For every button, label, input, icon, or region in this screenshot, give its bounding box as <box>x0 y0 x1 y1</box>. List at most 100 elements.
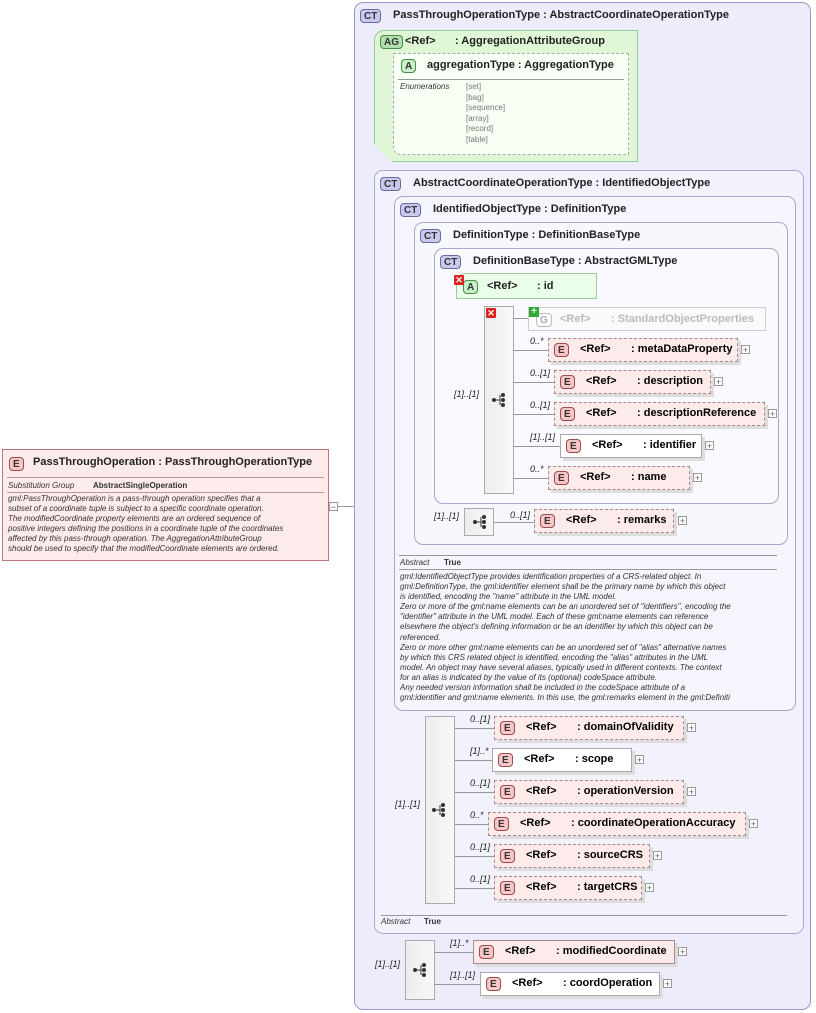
element-ref: <Ref> <box>526 785 557 797</box>
complex-type-icon: CT <box>440 255 462 269</box>
expand-icon[interactable]: + <box>678 516 687 526</box>
aggregation-type-attribute-box[interactable]: A aggregationType : AggregationType Enum… <box>393 53 629 155</box>
dt-title: DefinitionType : DefinitionBaseType <box>453 229 641 241</box>
element-icon: E <box>479 945 494 959</box>
expand-icon[interactable]: + <box>635 755 644 765</box>
text-line: is identified, encoding the "name" attri… <box>400 592 617 602</box>
root-element-box[interactable]: E PassThroughOperation : PassThroughOper… <box>2 449 329 561</box>
element-type: : descriptionReference <box>637 407 757 419</box>
attribute-icon: A <box>463 280 479 294</box>
element-cardinality: 0..[1] <box>470 874 491 884</box>
element-box[interactable]: E<Ref>: scope <box>492 748 632 772</box>
attribute-group-icon: AG <box>380 35 403 49</box>
text-line: referenced. <box>400 632 441 642</box>
element-box[interactable]: E<Ref>: domainOfValidity <box>494 716 684 740</box>
sequence-icon <box>432 803 445 817</box>
element-box[interactable]: E<Ref>: identifier <box>560 434 702 458</box>
root-element-title: PassThroughOperation : PassThroughOperat… <box>33 456 313 468</box>
expand-icon[interactable]: + <box>714 377 723 387</box>
text-line: Zero or more of the gml:name elements ca… <box>400 602 731 612</box>
expand-icon[interactable]: + <box>705 441 714 451</box>
remarks-cardinality: 0..[1] <box>510 510 531 520</box>
element-ref: <Ref> <box>586 375 617 387</box>
text-line: Any needed version information shall be … <box>400 683 686 693</box>
connector-line <box>455 728 494 729</box>
element-box[interactable]: E<Ref>: coordOperation <box>480 972 660 996</box>
element-icon: E <box>540 514 555 528</box>
element-box[interactable]: E<Ref>: description <box>554 370 711 394</box>
expand-icon[interactable]: + <box>687 787 696 797</box>
expand-icon[interactable]: + <box>663 979 672 989</box>
prohibited-icon: ✕ <box>454 275 464 285</box>
add-icon: + <box>529 307 539 317</box>
element-box[interactable]: E<Ref>: operationVersion <box>494 780 684 804</box>
connector-line <box>514 414 554 415</box>
expand-icon[interactable]: + <box>741 345 750 355</box>
divider <box>399 569 777 570</box>
element-type: : modifiedCoordinate <box>556 945 667 957</box>
expand-icon[interactable]: + <box>693 473 702 483</box>
remarks-element[interactable]: E <Ref> : remarks <box>534 509 674 533</box>
element-box[interactable]: E<Ref>: modifiedCoordinate <box>473 940 675 964</box>
element-icon: E <box>494 817 509 831</box>
element-ref: <Ref> <box>586 407 617 419</box>
element-ref: <Ref> <box>580 343 611 355</box>
std-obj-type: : StandardObjectProperties <box>611 313 755 325</box>
attribute-group-box[interactable]: AG <Ref> : AggregationAttributeGroup A a… <box>374 30 638 162</box>
element-icon: E <box>500 849 515 863</box>
element-icon: E <box>560 407 575 421</box>
collapse-toggle-icon[interactable]: − <box>329 502 338 512</box>
attribute-group-type: : AggregationAttributeGroup <box>455 35 605 47</box>
element-box[interactable]: E<Ref>: targetCRS <box>494 876 642 900</box>
complex-type-icon: CT <box>400 203 422 217</box>
text-line: affected by this pass-through operation.… <box>8 534 262 543</box>
expand-icon[interactable]: + <box>749 819 758 829</box>
remarks-ref: <Ref> <box>566 514 597 526</box>
element-type: : sourceCRS <box>577 849 644 861</box>
enumerations-label: Enumerations <box>400 82 450 91</box>
connector-line <box>514 350 548 351</box>
acot-sequence-cardinality: [1]..[1] <box>395 799 421 809</box>
connector-line <box>455 760 492 761</box>
expand-icon[interactable]: + <box>678 947 687 957</box>
element-type: : scope <box>575 753 614 765</box>
text-line: gml:PassThroughOperation is a pass-throu… <box>8 494 261 503</box>
element-icon: E <box>486 977 501 991</box>
iot-abstract-label: Abstract <box>400 558 430 567</box>
element-ref: <Ref> <box>526 849 557 861</box>
acot-abstract-label: Abstract <box>381 917 411 926</box>
expand-icon[interactable]: + <box>653 851 662 861</box>
text-line: [set] <box>466 82 482 91</box>
connector-line <box>514 478 548 479</box>
divider <box>399 555 777 556</box>
expand-icon[interactable]: + <box>768 409 777 419</box>
id-type: : id <box>537 280 554 292</box>
element-cardinality: 0..* <box>530 464 544 474</box>
element-box[interactable]: E <Ref> : descriptionReference <box>554 402 765 426</box>
element-box[interactable]: E<Ref>: name <box>548 466 690 490</box>
element-box[interactable]: E <Ref> : sourceCRS <box>494 844 650 868</box>
element-cardinality: [1]..[1] <box>450 970 476 980</box>
text-line: gml:DefinitionType, the gml:identifier e… <box>400 582 726 592</box>
expand-icon[interactable]: + <box>645 883 654 893</box>
element-cardinality: [1]..* <box>470 746 489 756</box>
element-ref: <Ref> <box>580 471 611 483</box>
connector-line <box>455 792 494 793</box>
element-box[interactable]: E<Ref>: metaDataProperty <box>548 338 738 362</box>
text-line: [table] <box>466 134 488 144</box>
connector-line <box>514 446 560 447</box>
text-line: "identifier" attribute in the UML model.… <box>400 612 709 622</box>
id-attribute-box[interactable]: A <Ref> : id <box>456 273 597 299</box>
element-type: : identifier <box>643 439 697 451</box>
element-icon: E <box>500 881 515 895</box>
std-obj-ref: <Ref> <box>560 313 591 325</box>
standard-object-properties-group[interactable]: G <Ref> : StandardObjectProperties <box>528 307 766 331</box>
element-box[interactable]: E<Ref>: coordinateOperationAccuracy <box>488 812 746 836</box>
expand-icon[interactable]: + <box>687 723 696 733</box>
text-line: [array] <box>466 113 489 123</box>
enumeration-list: [set][bag][sequence][array][record][tabl… <box>466 82 505 145</box>
element-icon: E <box>566 439 581 453</box>
divider <box>7 477 324 478</box>
iot-title: IdentifiedObjectType : DefinitionType <box>433 203 627 215</box>
element-cardinality: 0..[1] <box>530 368 551 378</box>
